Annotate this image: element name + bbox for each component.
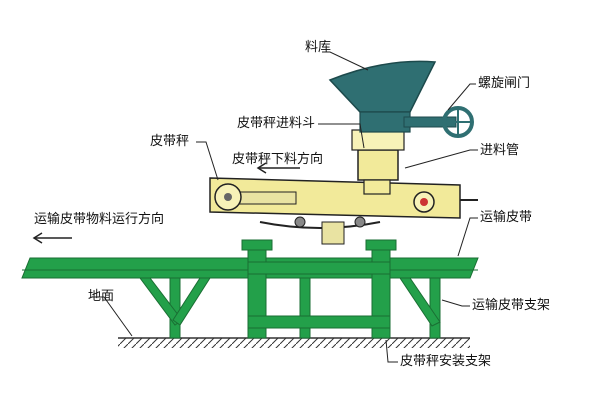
conveyor-support-label: 运输皮带支架: [472, 298, 551, 313]
feed-pipe-label: 进料管: [480, 143, 520, 158]
conveyor-direction-label: 运输皮带物料运行方向: [34, 212, 165, 227]
scale-mount-support-label: 皮带秤安装支架: [400, 354, 492, 369]
belt-scale-label: 皮带秤: [150, 134, 190, 149]
scale-inlet-hopper-label: 皮带秤进料斗: [237, 116, 316, 131]
conveyor-support: [139, 277, 441, 339]
belt-scale-frame: [209, 177, 478, 245]
scale-discharge-direction-arrow: [256, 162, 300, 174]
spiral-gate-label: 螺旋闸门: [478, 76, 531, 91]
conveyor-belt-label: 运输皮带: [480, 210, 533, 225]
scale-mount-support: [241, 239, 397, 339]
spiral-gate: [403, 106, 474, 138]
conveyor-direction-arrow: [32, 232, 72, 244]
leader-lines: [92, 51, 478, 363]
hopper: [328, 60, 437, 133]
hopper-label: 料库: [305, 40, 332, 55]
ground-hatch: [118, 337, 470, 348]
scale-discharge-direction-label: 皮带秤下料方向: [232, 152, 324, 167]
ground-label: 地面: [88, 289, 115, 304]
